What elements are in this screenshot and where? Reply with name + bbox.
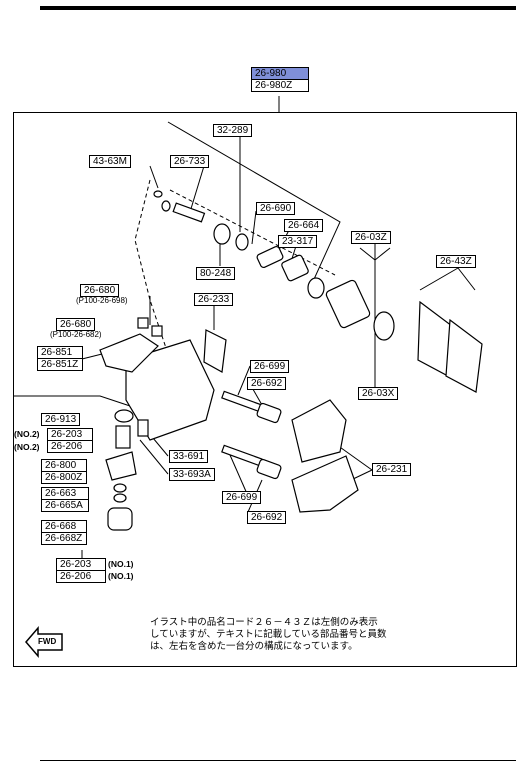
diagram-frame bbox=[13, 112, 517, 667]
part-label-26-206-no1[interactable]: 26-206 bbox=[57, 570, 105, 582]
part-label-26-692-b[interactable]: 26-692 bbox=[247, 511, 287, 524]
bleeder-screw-2 bbox=[151, 325, 163, 337]
part-label-26-43z[interactable]: 26-43Z bbox=[436, 255, 476, 268]
caliper-body bbox=[125, 339, 215, 441]
part-stack-26-663[interactable]: 26-663 26-665A bbox=[41, 487, 89, 512]
bottom-rule bbox=[40, 760, 516, 761]
part-label-26-851z[interactable]: 26-851Z bbox=[38, 358, 82, 370]
part-label-80-248[interactable]: 80-248 bbox=[196, 267, 236, 280]
piston-seal bbox=[373, 311, 395, 341]
part-label-26-231[interactable]: 26-231 bbox=[372, 463, 412, 476]
washer-665a bbox=[113, 493, 127, 503]
bleeder-screw bbox=[137, 317, 149, 329]
part-label-26-699-a[interactable]: 26-699 bbox=[250, 360, 290, 373]
part-label-26-699-b[interactable]: 26-699 bbox=[222, 491, 262, 504]
bracket-800 bbox=[105, 451, 137, 481]
part-stack-26-203-no1[interactable]: 26-203 26-206 bbox=[56, 558, 106, 583]
part-label-26-800[interactable]: 26-800 bbox=[45, 460, 77, 471]
pin-boot-lower bbox=[256, 458, 282, 480]
sleeve bbox=[281, 254, 309, 282]
part-label-26-913[interactable]: 26-913 bbox=[41, 413, 81, 426]
tag-no2-a: (NO.2) bbox=[14, 429, 40, 439]
part-label-26-203-no1[interactable]: 26-203 bbox=[60, 559, 92, 570]
assembly-code-26-980[interactable]: 26-980 bbox=[252, 68, 308, 79]
part-stack-26-851[interactable]: 26-851 26-851Z bbox=[37, 346, 83, 371]
mounting-bracket-lower bbox=[291, 455, 359, 513]
pin-boot-upper bbox=[256, 402, 282, 424]
part-label-26-690[interactable]: 26-690 bbox=[256, 202, 296, 215]
valve-203 bbox=[115, 425, 131, 449]
part-label-26-851[interactable]: 26-851 bbox=[41, 347, 73, 358]
part-label-43-63m[interactable]: 43-63M bbox=[89, 155, 131, 168]
part-label-26-03x[interactable]: 26-03X bbox=[358, 387, 399, 400]
part-label-26-233[interactable]: 26-233 bbox=[194, 293, 234, 306]
cap-ring bbox=[307, 277, 325, 299]
mounting-bracket-upper bbox=[291, 399, 347, 463]
washer-disc bbox=[213, 223, 231, 245]
lever-arm bbox=[99, 333, 159, 373]
guide-pin-lower bbox=[221, 444, 263, 467]
part-label-26-668z[interactable]: 26-668Z bbox=[42, 532, 86, 544]
part-stack-26-800[interactable]: 26-800 26-800Z bbox=[41, 459, 87, 484]
piston-group-outline bbox=[167, 121, 341, 289]
note-line-3: は、左右を含めた一台分の構成になっています。 bbox=[150, 641, 358, 652]
fwd-arrow bbox=[25, 625, 63, 659]
pad-clip bbox=[203, 329, 227, 373]
assembly-code-box[interactable]: 26-980 26-980Z bbox=[251, 67, 309, 92]
part-label-26-203[interactable]: 26-203 bbox=[51, 429, 83, 440]
part-stack-26-203-no2[interactable]: 26-203 26-206 bbox=[47, 428, 93, 453]
tag-no1-a: (NO.1) bbox=[108, 559, 134, 569]
piston bbox=[325, 279, 371, 329]
cap-913 bbox=[114, 409, 134, 423]
brake-pad-outer bbox=[445, 318, 483, 393]
adjust-bolt bbox=[172, 202, 206, 223]
part-label-26-800z[interactable]: 26-800Z bbox=[42, 471, 86, 483]
part-label-33-693a[interactable]: 33-693A bbox=[169, 468, 215, 481]
part-label-33-691[interactable]: 33-691 bbox=[169, 450, 209, 463]
retaining-ring bbox=[235, 233, 249, 251]
part-note-26-680-b: (P100-26-682) bbox=[50, 330, 102, 339]
nut-663 bbox=[113, 483, 127, 493]
part-label-26-692-a[interactable]: 26-692 bbox=[247, 377, 287, 390]
top-rule bbox=[40, 6, 516, 10]
part-label-26-665a[interactable]: 26-665A bbox=[42, 499, 88, 511]
part-label-26-206[interactable]: 26-206 bbox=[48, 440, 92, 452]
note-line-1: イラスト中の品名コード２６－４３Ｚは左側のみ表示 bbox=[150, 617, 378, 628]
part-label-23-317[interactable]: 23-317 bbox=[278, 235, 318, 248]
spring-668 bbox=[107, 507, 133, 531]
part-label-26-680-b[interactable]: 26-680 bbox=[56, 318, 96, 331]
part-label-26-664[interactable]: 26-664 bbox=[284, 219, 324, 232]
part-label-26-03z[interactable]: 26-03Z bbox=[351, 231, 391, 244]
o-ring bbox=[161, 200, 171, 212]
part-label-26-668[interactable]: 26-668 bbox=[45, 521, 77, 532]
seal-ring bbox=[153, 190, 163, 198]
part-label-26-663[interactable]: 26-663 bbox=[45, 488, 77, 499]
tag-no1-b: (NO.1) bbox=[108, 571, 134, 581]
spring bbox=[256, 245, 284, 269]
assembly-code-26-980z[interactable]: 26-980Z bbox=[252, 79, 308, 91]
fwd-label: FWD bbox=[38, 637, 57, 646]
part-stack-26-668[interactable]: 26-668 26-668Z bbox=[41, 520, 87, 545]
part-label-26-680-a[interactable]: 26-680 bbox=[80, 284, 120, 297]
part-note-26-680-a: (P100-26-698) bbox=[76, 296, 128, 305]
bolt-691 bbox=[137, 419, 149, 437]
note-line-2: していますが、テキストに記載している部品番号と員数 bbox=[150, 629, 387, 640]
part-label-26-733[interactable]: 26-733 bbox=[170, 155, 210, 168]
part-label-32-289[interactable]: 32-289 bbox=[213, 124, 253, 137]
tag-no2-b: (NO.2) bbox=[14, 442, 40, 452]
